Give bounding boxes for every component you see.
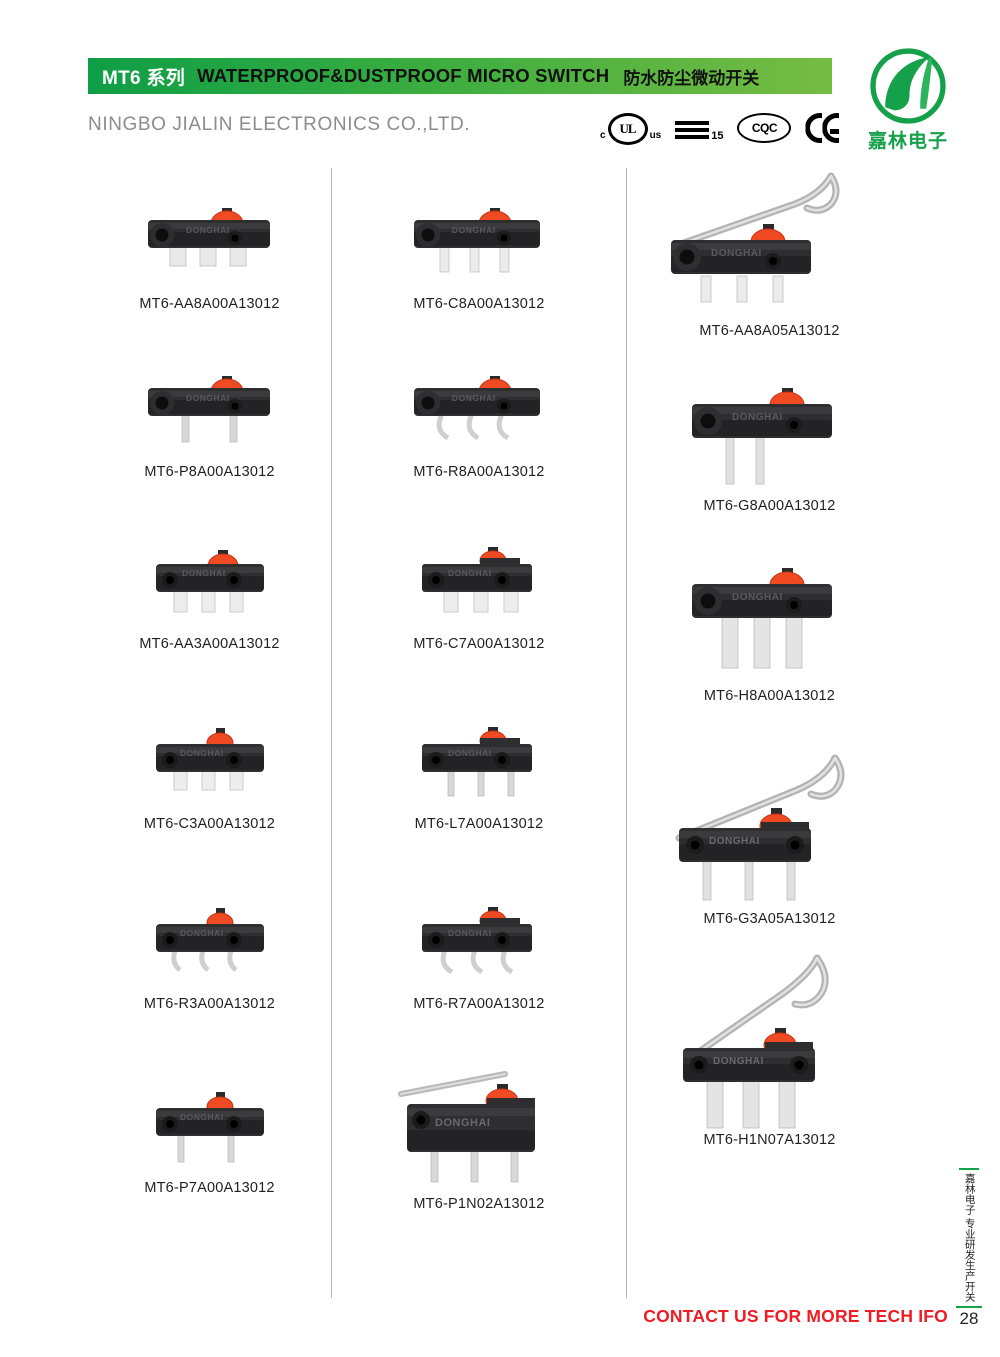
enec-glyph-icon [675,119,710,145]
product-image: DONGHAI [130,896,290,996]
cul-prefix: c [600,130,606,141]
product-cell[interactable]: DONGHAI MT6-AA8A05A13012 [627,168,912,339]
svg-text:DONGHAI: DONGHAI [448,928,492,938]
svg-text:DONGHAI: DONGHAI [180,748,224,758]
brand-leaf-icon [870,48,946,124]
product-part-number: MT6-C7A00A13012 [413,636,545,652]
product-part-number: MT6-L7A00A13012 [414,816,544,832]
product-part-number: MT6-H8A00A13012 [703,688,836,704]
rail-tagline-text: 专业研发生产开关 [963,1218,976,1302]
product-cell[interactable]: DONGHAI MT6-AA8A00A13012 [88,196,331,312]
brand-logo: 嘉林电子 [848,48,968,153]
contact-message: CONTACT US FOR MORE TECH IFO [643,1306,948,1326]
product-cell[interactable]: DONGHAI MT6-R7A00A13012 [332,896,626,1012]
product-image: DONGHAI [130,536,290,636]
certification-marks: c us 15 [600,108,851,148]
product-image: DONGHAI [130,716,290,816]
svg-text:DONGHAI: DONGHAI [713,1056,764,1067]
svg-text:DONGHAI: DONGHAI [435,1117,490,1129]
product-cell[interactable]: DONGHAI MT6-G8A00A13012 [627,378,912,514]
product-part-number: MT6-R7A00A13012 [413,996,545,1012]
brand-name-chinese: 嘉林电子 [867,131,948,152]
product-part-number: MT6-P1N02A13012 [413,1196,545,1212]
product-image: DONGHAI [392,196,567,296]
svg-text:DONGHAI: DONGHAI [711,248,762,259]
rail-brand-text: 嘉林电子 [963,1173,976,1215]
product-image: DONGHAI [379,1068,579,1196]
title-english: WATERPROOF&DUSTPROOF MICRO SWITCH [197,65,610,86]
enec-mark-icon: 15 [675,111,723,145]
product-image: DONGHAI [645,952,895,1132]
product-image: DONGHAI [645,746,895,911]
product-image: DONGHAI [670,378,870,498]
title-chinese: 防水防尘微动开关 [623,68,760,88]
cqc-mark-icon [737,111,792,145]
cqc-oval-icon [737,113,792,143]
svg-text:DONGHAI: DONGHAI [732,592,783,603]
product-cell[interactable]: DONGHAI MT6-R8A00A13012 [332,364,626,480]
svg-text:DONGHAI: DONGHAI [452,393,496,403]
page-number: 28 [956,1306,982,1329]
series-label: MT6 系列 [102,67,186,89]
svg-text:DONGHAI: DONGHAI [448,568,492,578]
product-cell[interactable]: DONGHAI MT6-C7A00A13012 [332,536,626,652]
svg-text:DONGHAI: DONGHAI [186,225,230,235]
svg-text:DONGHAI: DONGHAI [732,412,783,423]
company-name: NINGBO JIALIN ELECTRONICS CO.,LTD. [88,114,471,135]
product-grid: DONGHAI MT6-AA8A00A13012 [88,168,912,1308]
product-part-number: MT6-C3A00A13012 [143,816,276,832]
svg-text:DONGHAI: DONGHAI [180,928,224,938]
svg-text:DONGHAI: DONGHAI [448,748,492,758]
product-image: DONGHAI [392,364,567,464]
product-cell[interactable]: DONGHAI MT6-P1N02A13012 [332,1068,626,1212]
cul-us-mark-icon: c us [600,111,661,145]
product-cell[interactable]: DONGHAI MT6-C3A00A13012 [88,716,331,832]
product-part-number: MT6-P7A00A13012 [144,1180,275,1196]
product-cell[interactable]: DONGHAI MT6-R3A00A13012 [88,896,331,1012]
product-part-number: MT6-R3A00A13012 [143,996,276,1012]
svg-text:DONGHAI: DONGHAI [180,1112,224,1122]
side-rail: 嘉林电子 专业研发生产开关 28 [956,1168,982,1329]
product-image: DONGHAI [645,168,895,323]
product-image: DONGHAI [392,716,567,816]
product-part-number: MT6-H1N07A13012 [703,1132,836,1148]
product-part-number: MT6-R8A00A13012 [413,464,545,480]
cul-suffix: us [649,130,662,141]
rail-divider-top [959,1168,979,1170]
ce-glyph-icon [805,113,851,143]
product-part-number: MT6-C8A00A13012 [413,296,545,312]
product-cell[interactable]: DONGHAI MT6-P8A00A13012 [88,364,331,480]
svg-text:DONGHAI: DONGHAI [709,836,760,847]
product-part-number: MT6-AA8A00A13012 [139,296,280,312]
product-cell[interactable]: DONGHAI MT6-P7A00A13012 [88,1080,331,1196]
product-image: DONGHAI [392,536,567,636]
svg-text:DONGHAI: DONGHAI [452,225,496,235]
product-cell[interactable]: DONGHAI MT6-H8A00A13012 [627,558,912,704]
product-image: DONGHAI [130,196,290,296]
ce-mark-icon [805,111,851,145]
product-cell[interactable]: DONGHAI MT6-AA3A00A13012 [88,536,331,652]
product-image: DONGHAI [670,558,870,688]
product-image: DONGHAI [130,364,290,464]
enec-number: 15 [711,130,724,142]
product-part-number: MT6-G3A05A13012 [703,911,836,927]
product-part-number: MT6-AA3A00A13012 [139,636,280,652]
ul-oval-icon [607,113,648,145]
product-part-number: MT6-AA8A05A13012 [699,323,840,339]
product-cell[interactable]: DONGHAI MT6-C8A00A13012 [332,196,626,312]
product-part-number: MT6-P8A00A13012 [144,464,275,480]
product-part-number: MT6-G8A00A13012 [703,498,836,514]
product-cell[interactable]: DONGHAI MT6-H1N07A13012 [627,952,912,1148]
svg-text:DONGHAI: DONGHAI [186,393,230,403]
svg-text:DONGHAI: DONGHAI [182,568,226,578]
product-cell[interactable]: DONGHAI MT6-L7A00A13012 [332,716,626,832]
product-cell[interactable]: DONGHAI MT6-G3A05A13012 [627,746,912,927]
product-image: DONGHAI [130,1080,290,1180]
column-divider-2 [626,168,627,1298]
series-title-bar: MT6 系列 WATERPROOF&DUSTPROOF MICRO SWITCH… [88,58,832,94]
product-image: DONGHAI [392,896,567,996]
page-header: MT6 系列 WATERPROOF&DUSTPROOF MICRO SWITCH… [0,0,1000,160]
column-divider-1 [331,168,332,1298]
